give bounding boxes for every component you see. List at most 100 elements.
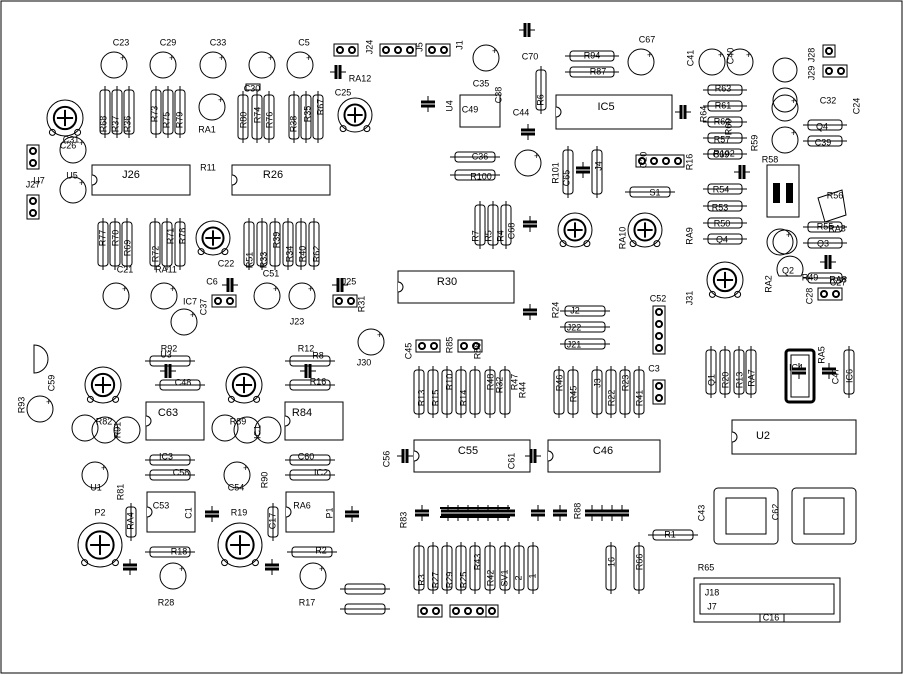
component-label: J23 — [290, 316, 305, 326]
header-pin — [464, 607, 472, 615]
polarity-mark: + — [268, 53, 273, 63]
resistor-vertical — [312, 94, 324, 140]
component-label: R44 — [517, 382, 527, 399]
component-label: J25 — [342, 276, 357, 286]
round-capacitor — [223, 461, 251, 489]
resistor-horizontal — [807, 119, 843, 131]
component-label: R13 — [416, 390, 426, 407]
component-label: RA12 — [349, 73, 372, 83]
component-label: C70 — [522, 51, 539, 61]
component-label: C3 — [648, 363, 660, 373]
component-label: R29 — [444, 572, 454, 589]
component-label: R84 — [292, 407, 312, 419]
trimmer-body — [706, 261, 744, 299]
round-capacitor — [248, 51, 276, 79]
component-label: U4 — [444, 100, 454, 112]
ic-notch — [413, 450, 420, 462]
header-pin — [488, 607, 496, 615]
pin-header — [822, 64, 848, 78]
resistor-vertical — [487, 204, 499, 246]
component-label: R70 — [110, 230, 120, 247]
trimmer-pin — [708, 290, 716, 298]
component-label: R57 — [714, 134, 731, 144]
header-pin — [460, 342, 468, 350]
component-label: U1 — [90, 482, 102, 492]
component-label: Q1 — [706, 374, 716, 386]
round-capacitor — [149, 51, 177, 79]
round-capacitor — [771, 94, 799, 122]
resistor-vertical — [567, 369, 579, 415]
component-label: RA8 — [829, 274, 847, 284]
component-label: R69 — [122, 240, 132, 257]
component-label: RA7 — [746, 369, 756, 387]
component-label: RA9 — [684, 227, 694, 245]
trimmer-pin — [112, 395, 120, 403]
component-label: C61 — [506, 453, 516, 470]
component-label: R1 — [664, 529, 676, 539]
trimmer-pin — [111, 559, 119, 567]
component-label: R26 — [263, 169, 283, 181]
header-pin — [440, 46, 448, 54]
resistor-vertical — [619, 369, 631, 415]
component-label: C59 — [46, 375, 56, 392]
resistor-horizontal — [289, 379, 331, 391]
resistor-vertical — [633, 369, 645, 415]
component-label: R93 — [16, 397, 26, 414]
pin-header — [417, 604, 443, 618]
resistor-vertical — [474, 204, 486, 246]
polarity-mark: + — [492, 46, 497, 56]
resistor-horizontal — [344, 603, 386, 615]
polarity-mark: + — [101, 463, 106, 473]
round-capacitor — [286, 51, 314, 79]
resistor-horizontal — [807, 135, 843, 147]
trimmer-pin — [227, 395, 235, 403]
resistor-vertical — [174, 221, 186, 267]
header-pin — [29, 147, 37, 155]
header-pin — [655, 394, 663, 402]
trimmer-ring — [225, 530, 255, 560]
header-pin — [655, 332, 663, 340]
resistor-vertical — [256, 221, 268, 267]
header-pin — [428, 46, 436, 54]
component-label: U5 — [66, 170, 78, 180]
component-label: C32 — [820, 95, 837, 105]
transistor-to92 — [772, 87, 798, 113]
trimmer-body — [627, 212, 663, 248]
ic-package — [731, 419, 857, 455]
component-label: IC1 — [252, 425, 262, 439]
round-capacitor — [91, 416, 119, 444]
resistor-horizontal — [149, 454, 191, 466]
resistor-vertical — [500, 204, 512, 246]
resistor-horizontal — [149, 546, 191, 558]
component-label: R92 — [161, 343, 178, 353]
pin-header — [425, 43, 451, 57]
component-label: R68 — [98, 116, 108, 133]
component-label: R18 — [171, 546, 188, 556]
trimmer-pin — [81, 559, 89, 567]
component-label: J3 — [592, 378, 602, 388]
component-label: J24 — [364, 40, 374, 55]
component-label: RA11 — [155, 264, 177, 274]
component-label: RA4 — [125, 512, 135, 530]
resistor-vertical — [591, 369, 603, 415]
component-label: R10 — [444, 374, 454, 391]
resistor-vertical — [499, 545, 511, 591]
component-label: R89 — [230, 416, 247, 426]
component-label: RA1 — [198, 124, 216, 134]
component-label: C65 — [561, 170, 571, 187]
resistor-vertical — [455, 369, 467, 415]
polarity-mark: + — [46, 397, 51, 407]
pin-header — [635, 154, 685, 168]
component-label: R101 — [550, 162, 560, 184]
polarity-mark: + — [791, 96, 796, 106]
header-pin — [226, 297, 234, 305]
component-label: R73 — [149, 106, 159, 123]
trimmer-body — [557, 212, 593, 248]
trimmer-body — [195, 220, 231, 256]
polarity-mark: + — [534, 151, 539, 161]
component-label: R56 — [827, 190, 844, 200]
component-label: R4 — [495, 230, 505, 242]
component-label: R62 — [714, 116, 731, 126]
